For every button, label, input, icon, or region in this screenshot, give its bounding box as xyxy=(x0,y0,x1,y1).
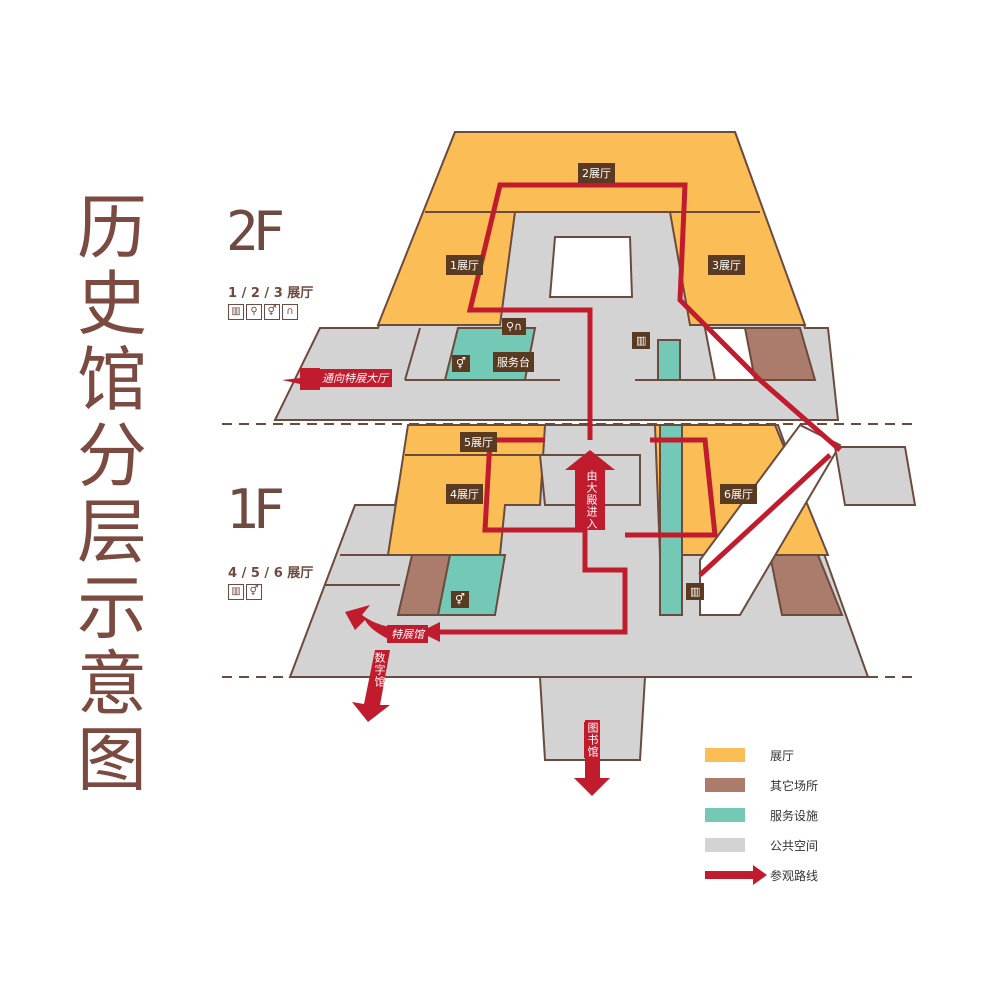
legend-label: 服务设施 xyxy=(770,808,819,823)
title-char: 意 xyxy=(77,643,147,725)
legend-swatch xyxy=(705,778,745,792)
legend-item: 公共空间 xyxy=(705,830,818,860)
legend-item: 其它场所 xyxy=(705,770,818,800)
service-icon: ⚲ xyxy=(246,304,262,320)
elevator-icon: ▥ xyxy=(228,304,244,320)
restroom-icon: ⚥ xyxy=(451,591,469,608)
title-char: 层 xyxy=(77,491,147,573)
legend-item: 参观路线 xyxy=(705,860,818,890)
digital-hall-label[interactable]: 数字馆 xyxy=(373,652,386,688)
hall-3-label: 3展厅 xyxy=(708,255,745,275)
visit-route xyxy=(440,182,842,635)
hall-6-label: 6展厅 xyxy=(720,484,757,504)
floor-1f-halls: 4 / 5 / 6 展厅 xyxy=(228,566,314,581)
elevator-icon: ▥ xyxy=(686,583,705,600)
library-label[interactable]: 图书馆 xyxy=(584,722,600,758)
hall-2-label: 2展厅 xyxy=(578,163,615,183)
entry-arrow[interactable] xyxy=(565,450,615,530)
hall-1-label: 1展厅 xyxy=(446,255,483,275)
title-char: 馆 xyxy=(77,339,147,421)
floor-2f-halls: 1 / 2 / 3 展厅 xyxy=(228,286,314,301)
restroom-icon: ⚥ xyxy=(246,584,262,600)
other-room xyxy=(768,554,844,616)
to-special-hall-label[interactable]: 通向特展大厅 xyxy=(318,369,392,387)
stair-landing xyxy=(833,446,917,506)
floor-1f-icons: ▥ ⚥ xyxy=(228,584,262,600)
title-char: 分 xyxy=(77,415,147,497)
title-char: 历 xyxy=(77,187,147,269)
service-audio-icon: ⚲∩ xyxy=(502,318,527,335)
elevator-icon: ▥ xyxy=(228,584,244,600)
legend-swatch xyxy=(705,808,745,822)
legend-swatch xyxy=(705,748,745,762)
floor-2f-label: 2F xyxy=(226,200,285,263)
legend-item: 服务设施 xyxy=(705,800,818,830)
courtyard xyxy=(548,236,634,298)
special-hall-label[interactable]: 特展馆 xyxy=(387,625,428,643)
page-title: 历 史 馆 分 层 示 意 图 xyxy=(72,190,152,798)
restroom-icon: ⚥ xyxy=(264,304,280,320)
legend-label: 展厅 xyxy=(770,748,795,763)
restroom-icon: ⚥ xyxy=(452,355,470,372)
special-hall-arrow[interactable] xyxy=(345,605,395,640)
elevator-shaft xyxy=(659,424,683,616)
legend-label: 参观路线 xyxy=(770,868,819,883)
library-arrow[interactable] xyxy=(574,720,610,796)
to-special-hall-arrow[interactable] xyxy=(282,368,320,390)
wall xyxy=(404,327,421,381)
floor-2f-icons: ▥ ⚲ ⚥ ∩ xyxy=(228,304,298,320)
title-char: 史 xyxy=(77,263,147,345)
route-arrowhead xyxy=(420,622,440,642)
service-room xyxy=(436,554,507,616)
legend-swatch xyxy=(705,838,745,852)
elevator-icon: ▥ xyxy=(632,332,651,349)
hall-4-label: 4展厅 xyxy=(446,484,483,504)
hall-5-label: 5展厅 xyxy=(460,432,497,452)
legend-label: 公共空间 xyxy=(770,838,819,853)
title-char: 示 xyxy=(77,567,147,649)
legend-item: 展厅 xyxy=(705,740,818,770)
elevator-shaft xyxy=(657,339,681,381)
service-desk-label: 服务台 xyxy=(493,352,534,372)
legend: 展厅 其它场所 服务设施 公共空间 参观路线 xyxy=(705,740,818,890)
route-arrow-icon xyxy=(705,865,767,885)
staircase xyxy=(699,423,842,616)
legend-label: 其它场所 xyxy=(770,778,819,793)
audio-guide-icon: ∩ xyxy=(282,304,298,320)
floor-1f-label: 1F xyxy=(226,478,285,541)
digital-hall-arrow[interactable] xyxy=(352,650,390,722)
entry-label[interactable]: 由大殿进入 xyxy=(585,470,598,530)
title-char: 图 xyxy=(77,719,147,801)
